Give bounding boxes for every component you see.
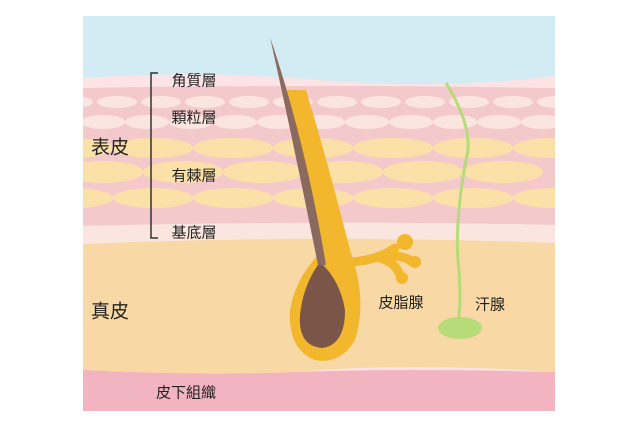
cell (353, 188, 433, 208)
cell (193, 138, 273, 158)
cell (83, 138, 113, 158)
cell (169, 115, 213, 129)
label-sebaceous-gland: 皮脂腺 (378, 293, 424, 312)
label-stratum-spinosum: 有棘層 (171, 166, 217, 185)
label-stratum-granulosum: 顆粒層 (171, 108, 217, 127)
cell (113, 138, 193, 158)
cell (83, 115, 125, 129)
label-stratum-corneum: 角質層 (171, 71, 217, 90)
cell (83, 188, 113, 208)
cell (223, 161, 303, 183)
cell (389, 115, 433, 129)
cell (83, 161, 143, 183)
cell (463, 161, 543, 183)
cell (433, 188, 513, 208)
cell (521, 115, 555, 129)
cell (143, 161, 223, 183)
cell (383, 161, 463, 183)
cell (317, 96, 357, 108)
subcutaneous-layer (83, 370, 555, 411)
cell (361, 96, 401, 108)
cell (97, 96, 137, 108)
sweat-duct (444, 82, 470, 323)
cell (229, 96, 269, 108)
cell (433, 115, 477, 129)
cell (513, 138, 555, 158)
label-epidermis: 表皮 (90, 136, 130, 159)
cell (433, 138, 513, 158)
label-subcutaneous-tissue: 皮下組織 (155, 383, 217, 402)
cell (513, 188, 555, 208)
label-stratum-basale: 基底層 (171, 223, 217, 242)
cell (113, 188, 193, 208)
cell (125, 115, 169, 129)
label-sweat-gland: 汗腺 (474, 295, 506, 314)
hair-shaft (270, 37, 326, 265)
cell (477, 115, 521, 129)
label-dermis: 真皮 (90, 300, 130, 323)
hair-bulb (299, 262, 345, 348)
cell (185, 96, 225, 108)
cell (537, 96, 555, 108)
epidermis-bracket (150, 72, 158, 239)
cell (213, 115, 257, 129)
epidermis-cells (83, 96, 555, 208)
cell (405, 96, 445, 108)
cell (83, 96, 93, 108)
cell (193, 188, 273, 208)
cell (493, 96, 533, 108)
cell (345, 115, 389, 129)
sweat-gland-shape (438, 317, 482, 339)
cell (353, 138, 433, 158)
